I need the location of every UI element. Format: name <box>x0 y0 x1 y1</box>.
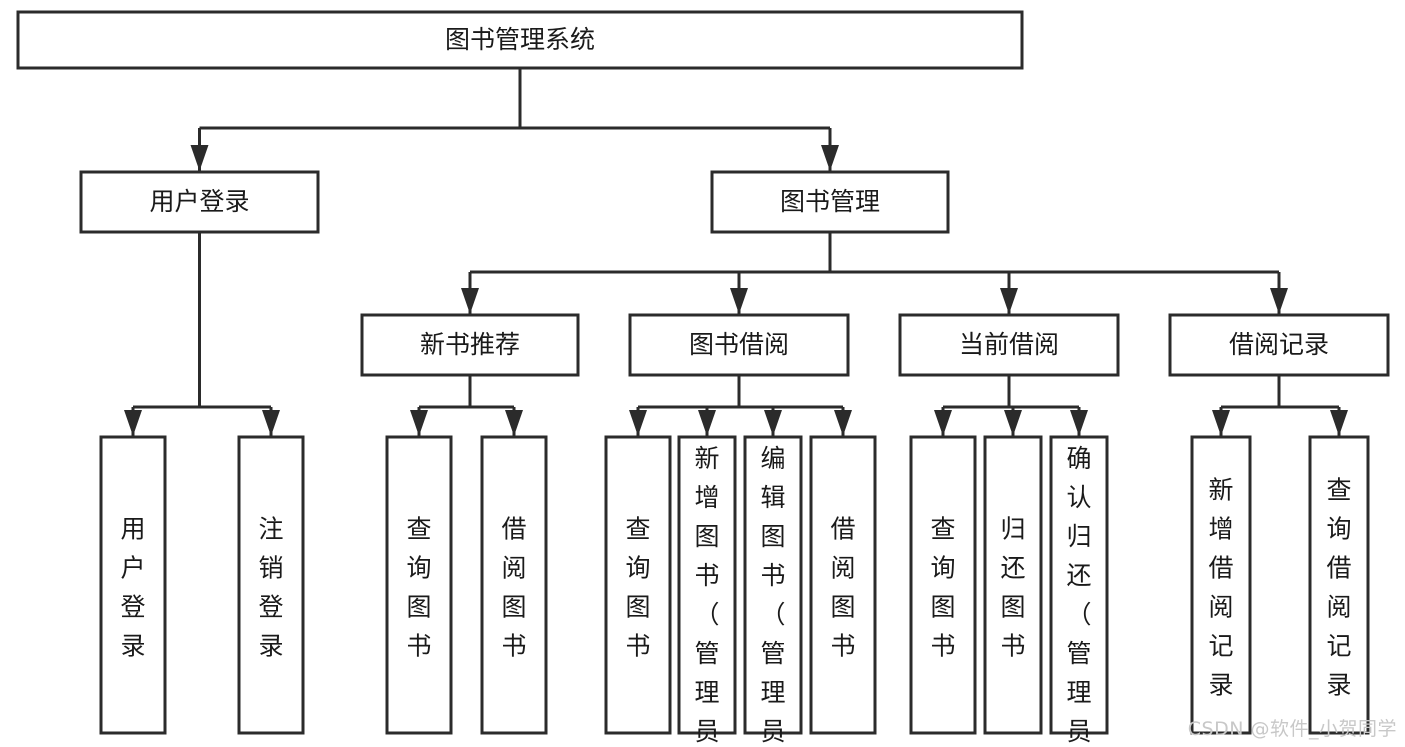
arrow-head-icon <box>1270 288 1288 314</box>
node-label: 查询图书 <box>625 514 650 660</box>
node-leaf-edit-book[interactable]: 编辑图书（管理员） <box>743 435 803 747</box>
node-label: 查询图书 <box>406 514 431 660</box>
node-box <box>983 435 1043 735</box>
node-label: 图书管理系统 <box>445 25 595 54</box>
arrow-head-icon <box>262 410 280 436</box>
node-box <box>898 313 1120 377</box>
node-label: 注销登录 <box>258 514 283 660</box>
node-leaf-return-book[interactable]: 归还图书 <box>983 435 1043 735</box>
node-new-book-rec[interactable]: 新书推荐 <box>360 313 580 377</box>
node-leaf-borrow-book-2[interactable]: 借阅图书 <box>809 435 877 735</box>
node-box <box>743 435 803 735</box>
node-label: 当前借阅 <box>959 330 1059 359</box>
arrow-head-icon <box>934 410 952 436</box>
node-box <box>385 435 453 735</box>
node-label: 新增图书（管理员） <box>694 444 719 747</box>
arrow-head-icon <box>1330 410 1348 436</box>
node-box <box>1308 435 1370 735</box>
node-label: 用户登录 <box>120 514 145 660</box>
arrow-head-icon <box>461 288 479 314</box>
node-borrow-record[interactable]: 借阅记录 <box>1168 313 1390 377</box>
node-box <box>79 170 320 234</box>
node-label: 查询借阅记录 <box>1326 475 1351 699</box>
arrow-head-icon <box>834 410 852 436</box>
arrow-head-icon <box>190 145 209 171</box>
node-box <box>16 10 1024 70</box>
arrow-head-icon <box>505 410 523 436</box>
node-box <box>1190 435 1252 735</box>
node-box <box>604 435 672 735</box>
node-label: 图书借阅 <box>689 330 789 359</box>
node-leaf-query-book-2[interactable]: 查询图书 <box>604 435 672 735</box>
arrow-head-icon <box>730 288 748 314</box>
node-leaf-query-record[interactable]: 查询借阅记录 <box>1308 435 1370 735</box>
node-label: 借阅图书 <box>501 514 526 660</box>
node-leaf-borrow-book-1[interactable]: 借阅图书 <box>480 435 548 735</box>
node-leaf-user-login[interactable]: 用户登录 <box>99 435 167 735</box>
arrow-head-icon <box>1212 410 1230 436</box>
node-box <box>1168 313 1390 377</box>
node-leaf-add-book[interactable]: 新增图书（管理员） <box>677 435 737 747</box>
node-box <box>677 435 737 735</box>
node-box <box>360 313 580 377</box>
node-current-borrow[interactable]: 当前借阅 <box>898 313 1120 377</box>
arrow-head-icon <box>124 410 142 436</box>
arrow-head-icon <box>821 145 839 171</box>
node-box <box>237 435 305 735</box>
node-box <box>1049 435 1109 735</box>
node-box <box>710 170 950 234</box>
node-label: 新书推荐 <box>420 330 520 359</box>
node-book-manage[interactable]: 图书管理 <box>710 170 950 234</box>
node-box <box>99 435 167 735</box>
arrow-head-icon <box>1000 288 1018 314</box>
node-root[interactable]: 图书管理系统 <box>16 10 1024 70</box>
node-leaf-add-record[interactable]: 新增借阅记录 <box>1190 435 1252 735</box>
node-box <box>628 313 850 377</box>
node-leaf-query-book-3[interactable]: 查询图书 <box>909 435 977 735</box>
arrow-head-icon <box>1004 410 1022 436</box>
node-box <box>480 435 548 735</box>
node-layer: 图书管理系统用户登录图书管理新书推荐图书借阅当前借阅借阅记录用户登录注销登录查询… <box>16 10 1390 747</box>
node-box <box>809 435 877 735</box>
node-box <box>909 435 977 735</box>
node-leaf-logout[interactable]: 注销登录 <box>237 435 305 735</box>
arrow-head-icon <box>698 410 716 436</box>
node-leaf-query-book-1[interactable]: 查询图书 <box>385 435 453 735</box>
node-label: 图书管理 <box>780 187 880 216</box>
arrow-head-icon <box>764 410 782 436</box>
node-label: 借阅图书 <box>830 514 855 660</box>
arrow-head-icon <box>629 410 647 436</box>
node-label: 确认归还（管理员） <box>1066 444 1091 747</box>
node-book-borrow[interactable]: 图书借阅 <box>628 313 850 377</box>
node-leaf-confirm-return[interactable]: 确认归还（管理员） <box>1049 435 1109 747</box>
node-label: 查询图书 <box>930 514 955 660</box>
node-user-login[interactable]: 用户登录 <box>79 170 320 234</box>
node-label: 编辑图书（管理员） <box>760 444 785 747</box>
node-label: 归还图书 <box>1000 514 1025 660</box>
node-label: 用户登录 <box>149 187 249 216</box>
connector-layer <box>124 68 1348 436</box>
arrow-head-icon <box>1070 410 1088 436</box>
node-label: 借阅记录 <box>1229 330 1329 359</box>
arrow-head-icon <box>410 410 428 436</box>
node-label: 新增借阅记录 <box>1208 475 1233 699</box>
